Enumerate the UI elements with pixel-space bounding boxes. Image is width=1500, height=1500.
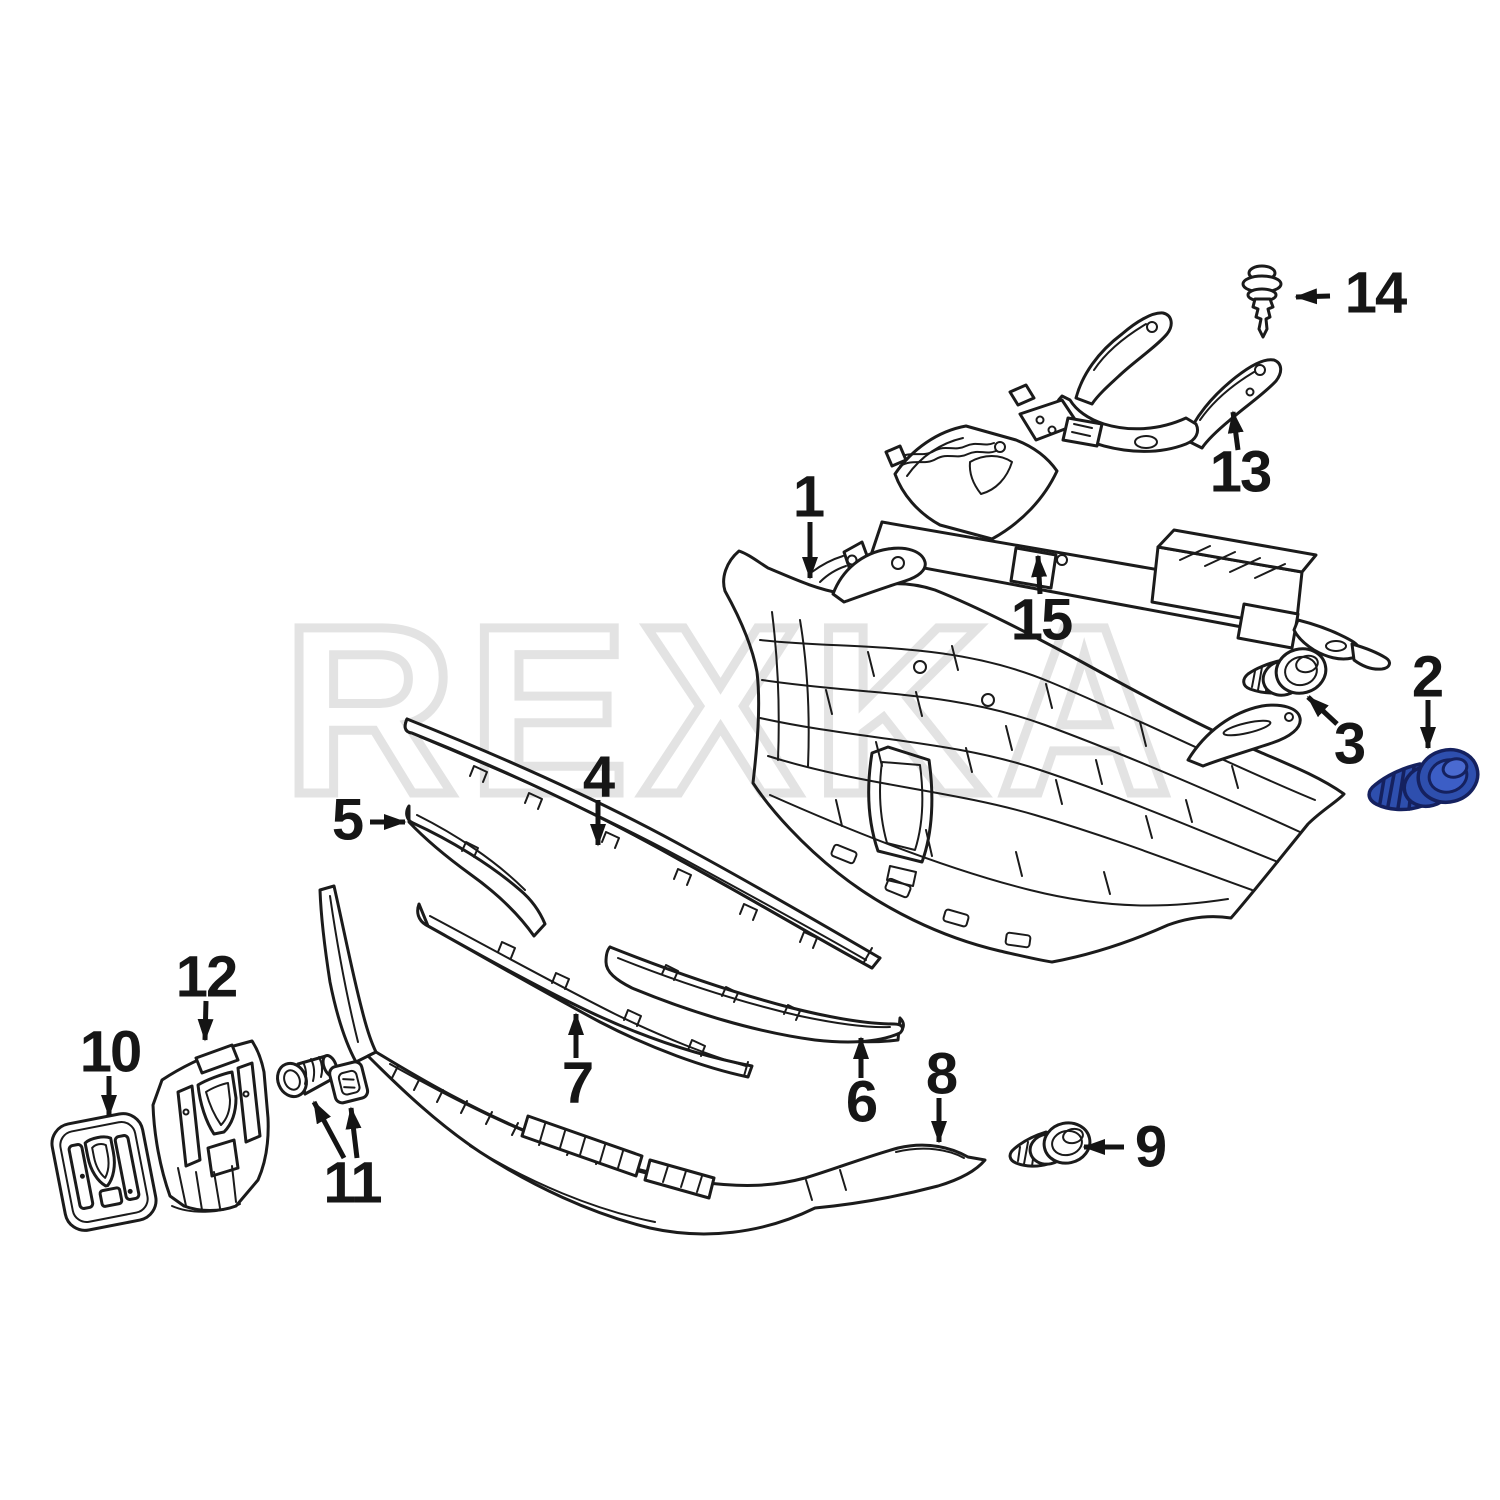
callout-label-11: 11 <box>323 1150 382 1216</box>
callout-label-14: 14 <box>1344 260 1407 326</box>
callout-label-13: 13 <box>1209 439 1272 505</box>
callout-arrows <box>101 288 1437 1160</box>
callout-label-6: 6 <box>845 1069 878 1135</box>
part-1-grille <box>722 546 1346 964</box>
part-3-bolt <box>1242 647 1328 697</box>
part-8-lower-trim <box>318 884 987 1236</box>
part-5-molding <box>405 804 547 938</box>
part-11-clips <box>276 1054 370 1105</box>
callout-label-15: 15 <box>1010 587 1073 653</box>
part-6-molding <box>604 945 905 1044</box>
callout-label-5: 5 <box>331 787 364 853</box>
part-4-molding <box>403 717 882 970</box>
part-15-upper-support <box>811 424 1391 671</box>
callout-label-3: 3 <box>1333 711 1366 777</box>
callout-label-10: 10 <box>79 1019 142 1085</box>
part-14-clip <box>1241 264 1283 339</box>
part-12-emblem-base <box>151 1039 270 1213</box>
part-2-bolt-highlighted <box>1367 747 1480 812</box>
callout-label-2: 2 <box>1411 644 1444 710</box>
callout-label-12: 12 <box>175 944 238 1010</box>
watermark-text: REXKA <box>283 576 1183 844</box>
callout-label-8: 8 <box>925 1041 958 1107</box>
callout-label-9: 9 <box>1134 1114 1167 1180</box>
callout-label-7: 7 <box>561 1050 594 1116</box>
callout-label-4: 4 <box>582 744 615 810</box>
part-10-honda-emblem <box>50 1112 158 1232</box>
part-7-molding <box>416 902 754 1079</box>
part-9-bolt <box>1008 1121 1092 1168</box>
callout-label-1: 1 <box>792 464 825 530</box>
part-13-bracket <box>1008 311 1283 453</box>
